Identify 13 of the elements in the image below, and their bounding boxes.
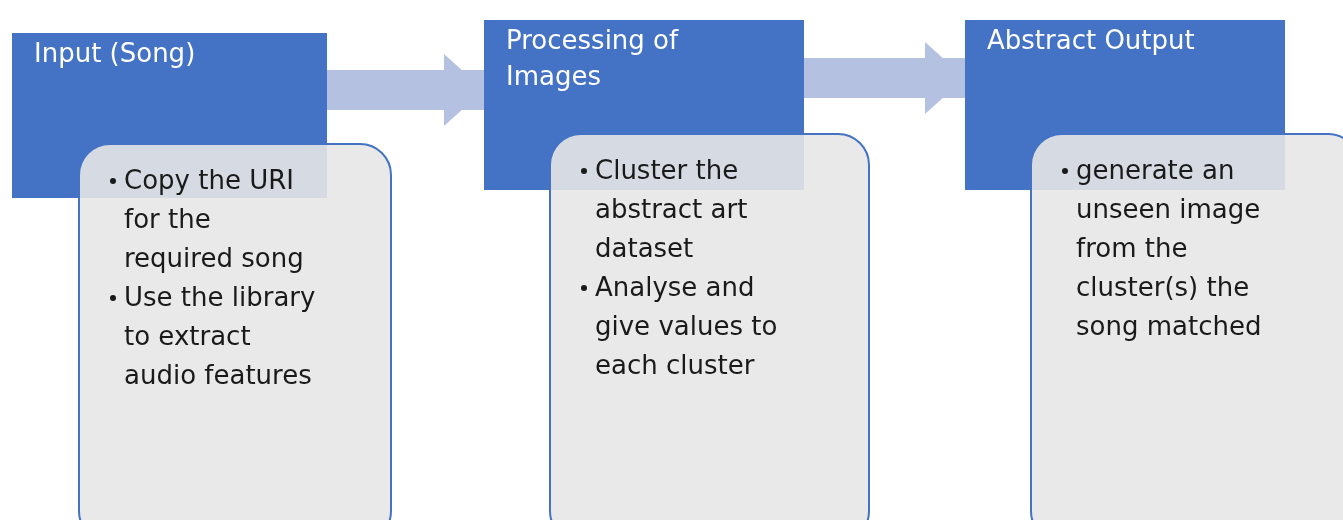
bullet-text: generate an unseen image from the cluster(s) the song matched <box>1076 155 1262 341</box>
step-card <box>549 133 870 520</box>
bullet-text: Use the library to extract audio features <box>124 282 316 390</box>
step-title: Input (Song) <box>34 37 197 70</box>
bullet-text: Copy the URI for the required song <box>124 165 304 273</box>
step-title: Processing of Images <box>506 24 680 93</box>
block-arrow <box>804 42 965 114</box>
step-card <box>1030 133 1343 520</box>
bullet-text: Cluster the abstract art dataset <box>595 155 748 263</box>
step-card <box>78 143 392 520</box>
step-title: Abstract Output <box>987 24 1196 57</box>
bullet-text: Analyse and give values to each cluster <box>595 272 778 380</box>
block-arrow <box>327 54 484 126</box>
